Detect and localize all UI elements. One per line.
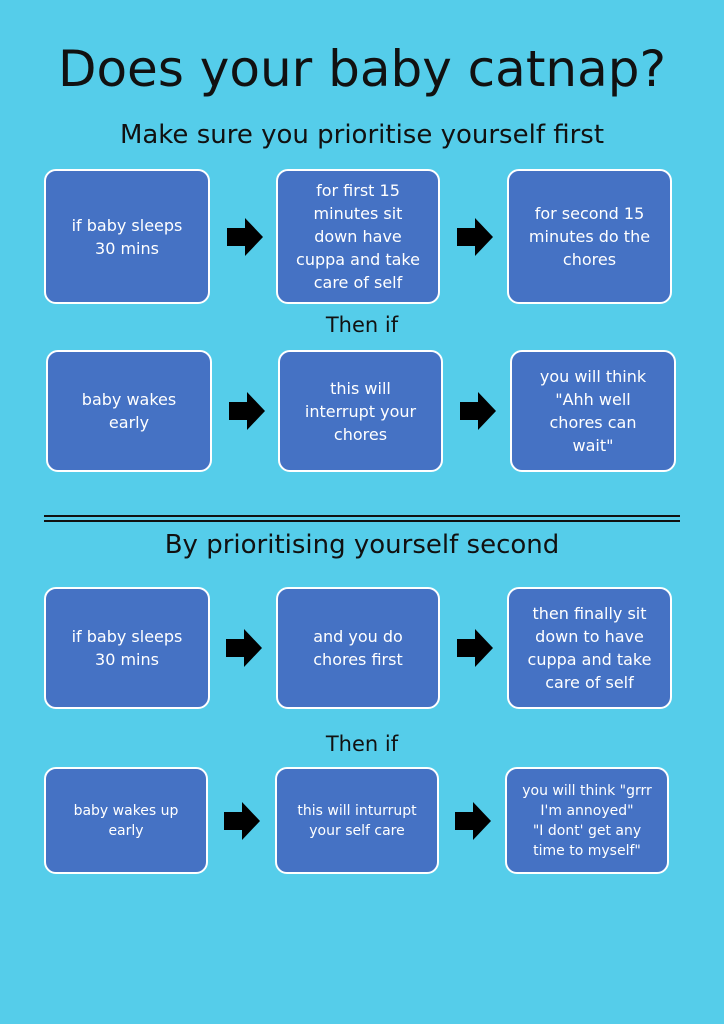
arrow-right-icon [457, 218, 493, 256]
arrow-right-icon [224, 802, 260, 840]
page-title: Does your baby catnap? [57, 40, 667, 98]
flow-box: if baby sleeps 30 mins [44, 169, 210, 304]
arrow-right-icon [457, 629, 493, 667]
flow-box: this will inturrupt your self care [275, 767, 439, 874]
flow-box: baby wakes early [46, 350, 212, 472]
divider [44, 520, 680, 522]
arrow-right-icon [455, 802, 491, 840]
flow-box: you will think "grrr I'm annoyed" "I don… [505, 767, 669, 874]
flow-box: if baby sleeps 30 mins [44, 587, 210, 709]
arrow-right-icon [227, 218, 263, 256]
flow-box: and you do chores first [276, 587, 440, 709]
flow-box: this will interrupt your chores [278, 350, 443, 472]
flow-box: you will think "Ahh well chores can wait… [510, 350, 676, 472]
divider [44, 515, 680, 517]
arrow-right-icon [229, 392, 265, 430]
flow-box: then finally sit down to have cuppa and … [507, 587, 672, 709]
arrow-right-icon [226, 629, 262, 667]
flow-box: baby wakes up early [44, 767, 208, 874]
arrow-right-icon [460, 392, 496, 430]
subtitle-second: By prioritising yourself second [164, 530, 560, 560]
subtitle-first: Make sure you prioritise yourself first [119, 120, 605, 150]
flow-box: for second 15 minutes do the chores [507, 169, 672, 304]
then-if-label: Then if [325, 313, 399, 337]
flow-box: for first 15 minutes sit down have cuppa… [276, 169, 440, 304]
then-if-label: Then if [325, 732, 399, 756]
